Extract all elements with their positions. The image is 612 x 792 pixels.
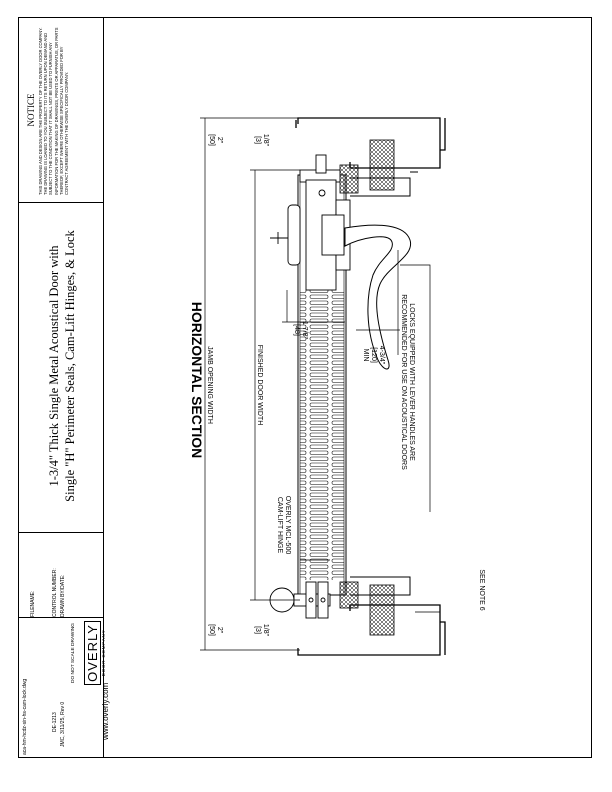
divider (18, 617, 103, 618)
dim-48: [48] (293, 324, 300, 336)
dim-50-bottom: [50] (208, 624, 215, 636)
dim-3-top: [3] (254, 136, 261, 144)
dim-min: MIN (362, 349, 369, 362)
acoustic-core (300, 290, 344, 580)
frame-lock-side (295, 117, 446, 197)
hinge-label-line-2: CAM-LIFT HINGE (276, 497, 283, 554)
see-note: SEE NOTE 6 (478, 569, 485, 610)
wall-anchor (369, 139, 395, 191)
jamb-opening-width-label: JAMB OPENING WIDTH (206, 346, 213, 424)
locks-note-line-1: LOCKS EQUIPPED WITH LEVER HANDLES ARE (408, 303, 415, 461)
section-heading: HORIZONTAL SECTION (189, 302, 205, 459)
perimeter-seal (339, 164, 359, 194)
title-block: NOTICE THIS DRAWING AND DESIGN ARE THE P… (18, 17, 106, 758)
dim-2-top: 2" (216, 137, 223, 144)
wall-anchor (369, 584, 395, 636)
lock-hardware (270, 154, 351, 291)
divider (18, 532, 103, 533)
dim-1-8-bottom: 1/8" (262, 624, 269, 637)
dim-1-7-8: 1 7/8" (301, 321, 308, 340)
dim-50-top: [50] (208, 134, 215, 146)
dim-1-8-top: 1/8" (262, 134, 269, 147)
drawing-border (18, 17, 592, 758)
locks-note-line-2: RECOMMENDED FOR USE ON ACOUSTICAL DOORS (400, 294, 407, 470)
dimension-lines (200, 117, 345, 651)
dim-3-bottom: [3] (254, 626, 261, 634)
dim-120: [120] (370, 347, 377, 363)
dim-2-bottom: 2" (216, 627, 223, 634)
finished-door-width-label: FINISHED DOOR WIDTH (256, 345, 263, 426)
hinge-label-line-1: OVERLY MCL-500 (284, 496, 291, 555)
dim-4-3-4: 4-3/4" (378, 346, 385, 365)
divider (18, 202, 103, 203)
leader-lines (300, 250, 441, 652)
lever-handle (344, 224, 412, 370)
